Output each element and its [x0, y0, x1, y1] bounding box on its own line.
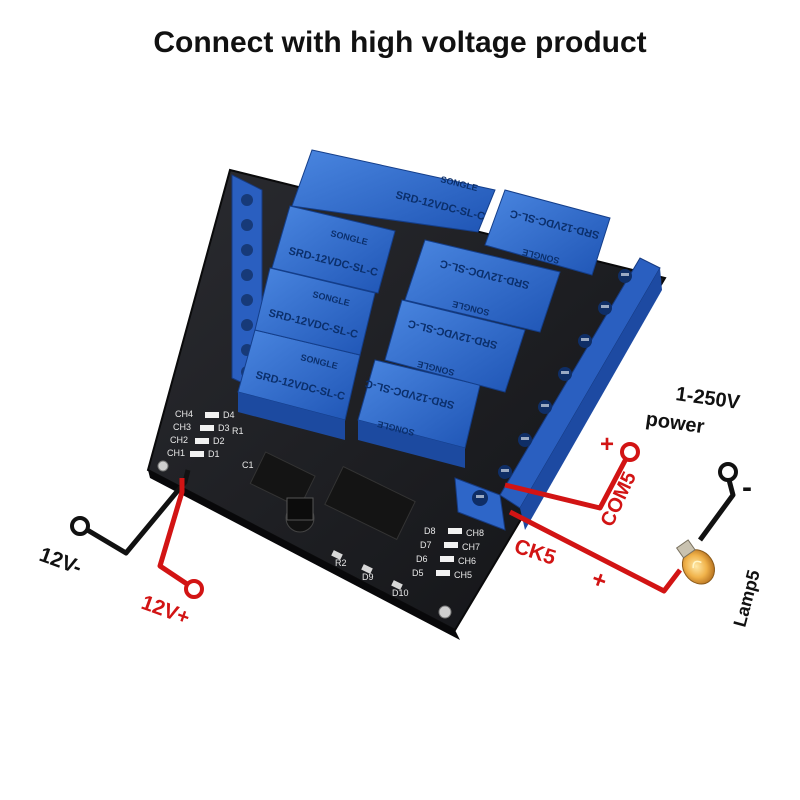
- silk-misc-label: R2: [335, 558, 347, 568]
- right-led-column: [436, 528, 462, 576]
- terminal-block-right: [454, 257, 662, 531]
- silk-ch-label: CH1: [167, 448, 185, 458]
- silk-ch-label: CH4: [175, 409, 193, 419]
- silk-ch-label: CH7: [462, 542, 480, 552]
- led-icon: [436, 570, 450, 576]
- led-icon: [190, 451, 204, 457]
- led-icon: [205, 412, 219, 418]
- wire-lamp-minus: [697, 475, 736, 542]
- silk-led-label: D8: [424, 526, 436, 536]
- board-components: CH4 CH3 CH2 CH1 D4 D3 D2 D1 D8 D7 D6 D5 …: [167, 409, 484, 598]
- left-led-column: [190, 412, 219, 457]
- wire-12v-plus: [157, 478, 192, 589]
- silk-led-label: D1: [208, 449, 220, 459]
- relay-8: SRD-12VDC-SL-C SONGLE: [484, 189, 611, 276]
- label-12v-plus: 12V+: [138, 591, 193, 630]
- page-title: Connect with high voltage product: [153, 26, 647, 59]
- label-power-voltage: 1-250V: [674, 383, 742, 414]
- led-icon: [195, 438, 209, 444]
- wire-ck5: [508, 509, 682, 594]
- led-icon: [444, 542, 458, 548]
- silk-misc-label: D9: [362, 572, 374, 582]
- silk-led-label: D3: [218, 423, 230, 433]
- relay-5: SRD-12VDC-SL-C SONGLE: [357, 359, 481, 468]
- silk-misc-label: C1: [242, 460, 254, 470]
- relay-2: SONGLE SRD-12VDC-SL-C: [254, 267, 376, 356]
- label-plus-bottom: +: [588, 565, 610, 595]
- relay-3: SONGLE SRD-12VDC-SL-C: [271, 205, 396, 294]
- led-icon: [448, 528, 462, 534]
- silk-led-label: D4: [223, 410, 235, 420]
- wiring: [82, 453, 736, 594]
- silk-led-label: D7: [420, 540, 432, 550]
- silk-led-label: D5: [412, 568, 424, 578]
- relay-4: SONGLE SRD-12VDC-SL-C: [291, 149, 496, 233]
- relay-1: SONGLE SRD-12VDC-SL-C: [237, 329, 361, 440]
- led-icon: [440, 556, 454, 562]
- ic-chip: [249, 451, 316, 509]
- terminal-ring-icon: [70, 516, 90, 536]
- silk-misc-label: R1: [232, 426, 244, 436]
- silk-led-label: D6: [416, 554, 428, 564]
- silk-led-label: D2: [213, 436, 225, 446]
- mount-hole-icon: [157, 460, 169, 472]
- relay-7: SRD-12VDC-SL-C SONGLE: [404, 239, 561, 333]
- relay-6: SRD-12VDC-SL-C SONGLE: [384, 299, 526, 393]
- label-power: power: [644, 408, 706, 438]
- led-icon: [200, 425, 214, 431]
- silk-ch-label: CH5: [454, 570, 472, 580]
- wire-com5: [504, 453, 631, 511]
- lamp-bulb-icon: [675, 539, 715, 585]
- mount-hole-icon: [438, 605, 452, 619]
- terminal-ring-icon: [184, 579, 204, 599]
- silk-ch-label: CH8: [466, 528, 484, 538]
- label-minus: -: [742, 471, 752, 504]
- ic-chip: [324, 465, 416, 541]
- label-plus-top: +: [600, 431, 614, 458]
- terminal-ring-icon: [718, 462, 738, 482]
- silk-ch-label: CH2: [170, 435, 188, 445]
- silk-ch-label: CH3: [173, 422, 191, 432]
- silk-ch-label: CH6: [458, 556, 476, 566]
- label-lamp5: Lamp5: [730, 568, 764, 629]
- label-ck5: CK5: [511, 535, 558, 570]
- label-12v-minus: 12V-: [36, 543, 84, 579]
- terminal-ring-icon: [620, 442, 640, 462]
- wire-12v-minus: [82, 469, 191, 556]
- silk-misc-label: D10: [392, 588, 409, 598]
